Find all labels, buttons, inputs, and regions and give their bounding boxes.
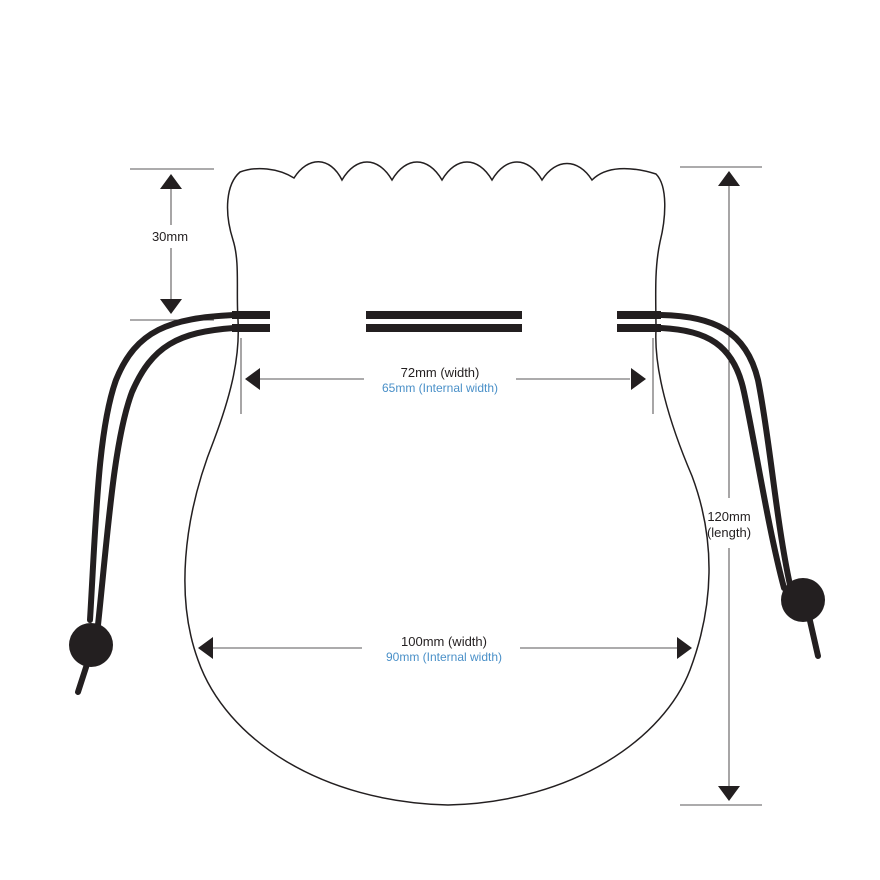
arrowhead-right: [677, 637, 692, 659]
channel-bar-right-top: [617, 311, 661, 319]
left-cord-bead: [69, 623, 113, 667]
neck-width-label: 72mm (width): [401, 365, 480, 380]
channel-bar-center-bottom: [366, 324, 522, 332]
arrowhead-left: [198, 637, 213, 659]
channel-bar-right-bottom: [617, 324, 661, 332]
top-height-label: 30mm: [152, 229, 188, 244]
arrowhead-up: [160, 174, 182, 189]
length-value-label: 120mm: [707, 509, 750, 524]
neck-width-dimension: 72mm (width) 65mm (Internal width): [240, 338, 654, 414]
arrowhead-left: [245, 368, 260, 390]
body-internal-width-label: 90mm (Internal width): [386, 650, 502, 664]
arrowhead-up: [718, 171, 740, 186]
arrowhead-right: [631, 368, 646, 390]
pouch-outline: [184, 161, 710, 806]
channel-bar-center-top: [366, 311, 522, 319]
body-width-label: 100mm (width): [401, 634, 487, 649]
right-cord-bead: [781, 578, 825, 622]
length-dimension: 120mm (length): [680, 166, 762, 806]
arrowhead-down: [718, 786, 740, 801]
neck-internal-width-label: 65mm (Internal width): [382, 381, 498, 395]
channel-bar-left-top: [232, 311, 270, 319]
drawstring-channel: [232, 311, 661, 332]
channel-bar-left-bottom: [232, 324, 270, 332]
top-height-dimension: 30mm: [130, 168, 214, 321]
arrowhead-down: [160, 299, 182, 314]
length-caption-label: (length): [707, 525, 751, 540]
body-width-dimension: 100mm (width) 90mm (Internal width): [198, 634, 692, 664]
